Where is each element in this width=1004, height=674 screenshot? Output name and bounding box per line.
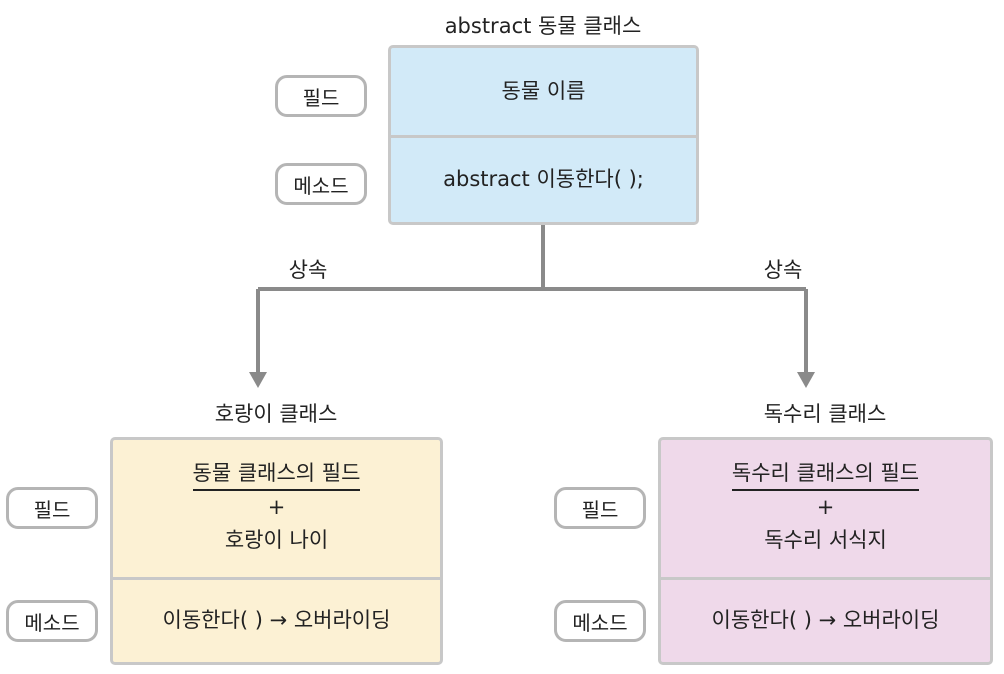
left-class-title: 호랑이 클래스 [214,402,338,426]
right-divider [661,577,990,580]
left-plus: + [267,494,286,519]
parent-method-cell: abstract 이동한다( ); [391,138,696,222]
left-method-text: 이동한다( ) → 오버라이딩 [162,608,391,633]
left-field-cell: 동물 클래스의 필드 + 호랑이 나이 [113,440,440,578]
right-class-title: 독수리 클래스 [763,402,887,426]
right-field-tag: 필드 [554,487,646,529]
left-field-tag: 필드 [6,487,98,529]
parent-divider [391,135,696,138]
right-method-tag: 메소드 [554,600,646,642]
right-plus: + [816,494,835,519]
right-inherited-field: 독수리 클래스의 필드 [731,460,920,491]
parent-class-title: abstract 동물 클래스 [444,14,642,38]
left-class-box: 동물 클래스의 필드 + 호랑이 나이 이동한다( ) → 오버라이딩 [110,437,443,665]
parent-field-tag: 필드 [275,75,367,117]
right-method-cell: 이동한다( ) → 오버라이딩 [661,580,990,662]
parent-field-cell: 동물 이름 [391,48,696,136]
parent-field-text: 동물 이름 [501,79,586,104]
parent-class-box: 동물 이름 abstract 이동한다( ); [388,45,699,225]
right-arrowhead [797,372,815,388]
left-method-cell: 이동한다( ) → 오버라이딩 [113,580,440,662]
right-method-text: 이동한다( ) → 오버라이딩 [711,608,940,633]
left-method-tag: 메소드 [6,600,98,642]
inherit-label-right: 상속 [763,258,803,282]
right-class-box: 독수리 클래스의 필드 + 독수리 서식지 이동한다( ) → 오버라이딩 [658,437,993,665]
inherit-label-left: 상속 [288,258,328,282]
parent-method-tag: 메소드 [275,163,367,205]
left-inherited-field: 동물 클래스의 필드 [192,460,361,491]
left-arrowhead [249,372,267,388]
right-own-field: 독수리 서식지 [764,528,887,553]
parent-method-text: abstract 이동한다( ); [443,167,644,192]
right-field-cell: 독수리 클래스의 필드 + 독수리 서식지 [661,440,990,578]
left-own-field: 호랑이 나이 [224,528,329,553]
left-divider [113,577,440,580]
